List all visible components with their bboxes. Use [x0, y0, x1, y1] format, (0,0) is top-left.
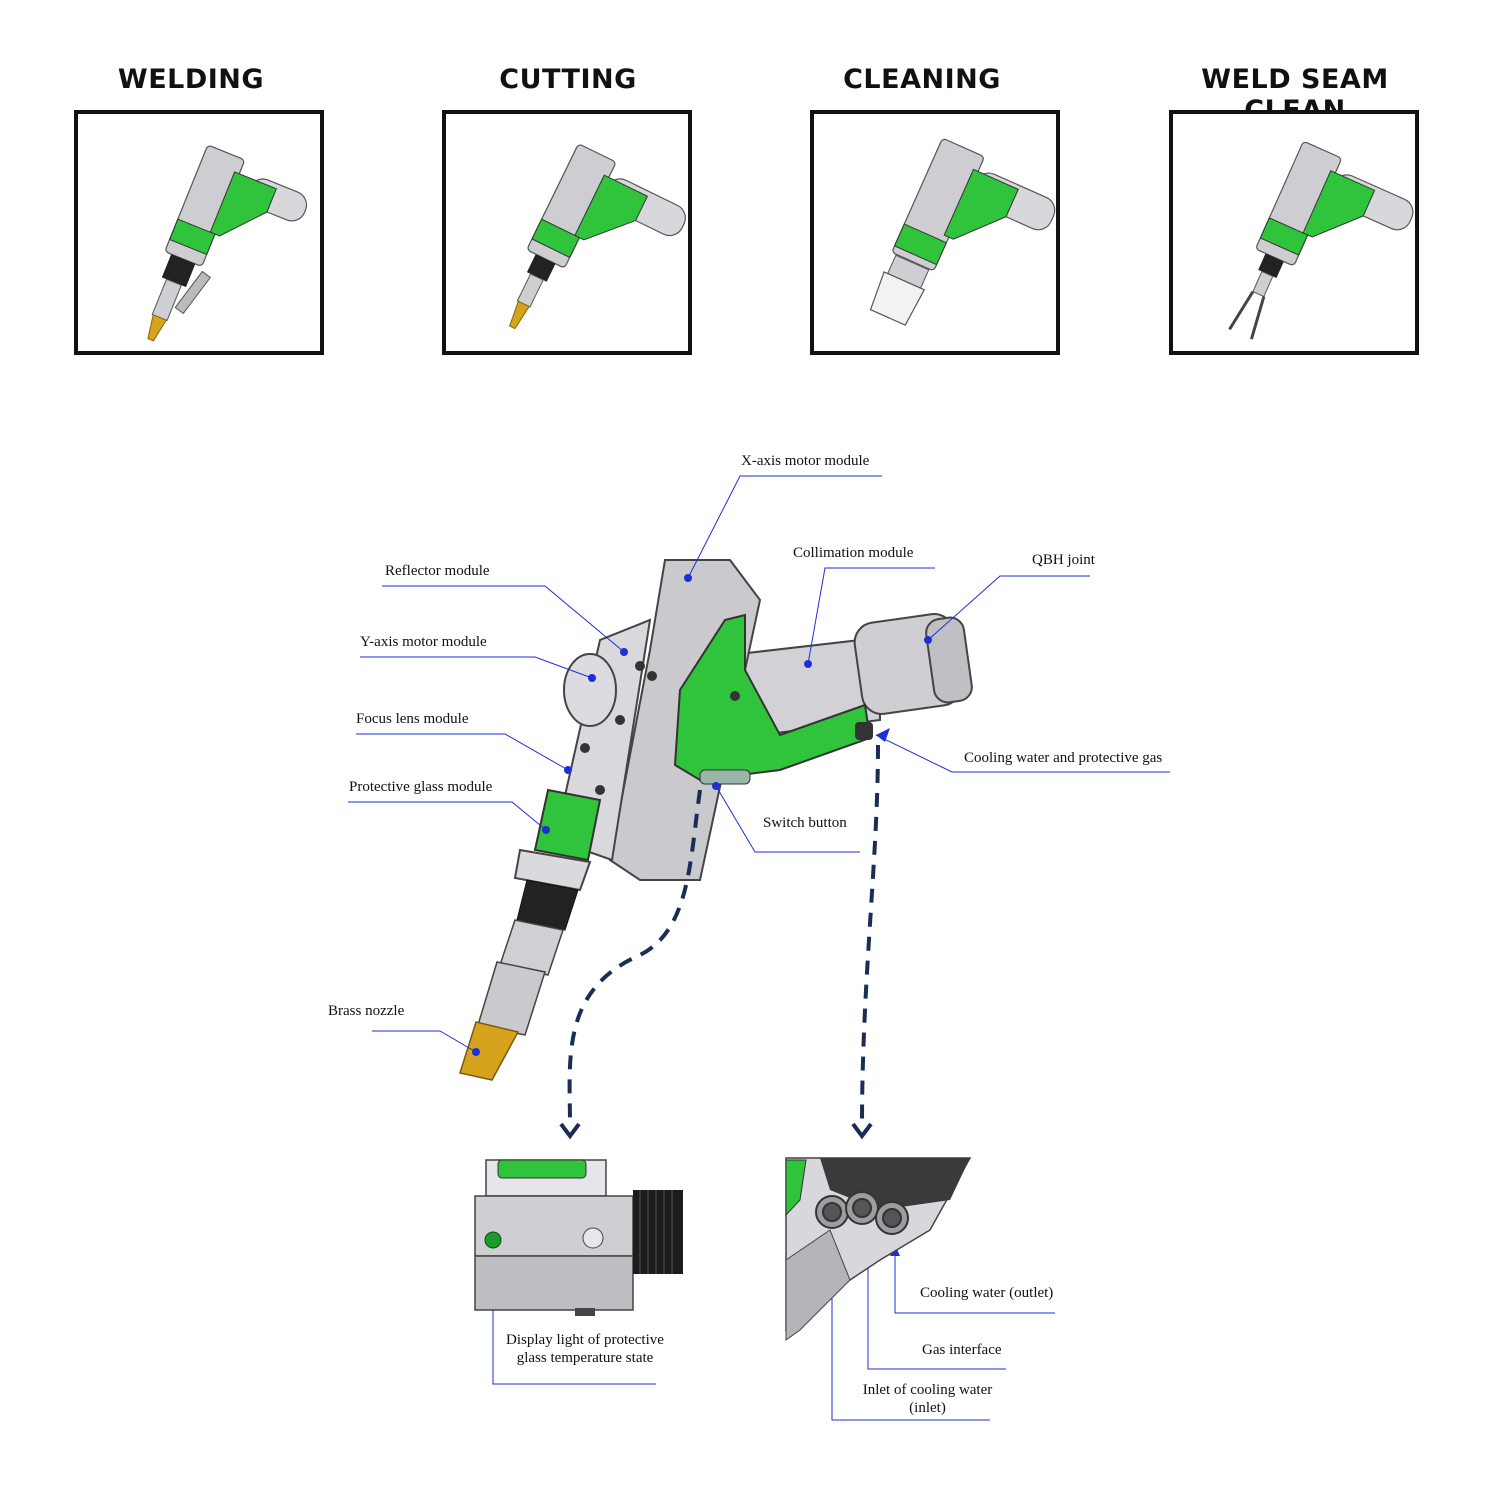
label-reflector-module: Reflector module — [385, 563, 490, 579]
arrow-heads — [559, 1122, 873, 1140]
label-gas-interface: Gas interface — [922, 1342, 1002, 1358]
label-display-light-line1: Display light of protective — [506, 1332, 664, 1348]
label-y-axis-motor-module: Y-axis motor module — [360, 634, 487, 650]
mode-frame-cutting — [442, 110, 692, 355]
label-inlet-line1: Inlet of cooling water — [862, 1382, 993, 1398]
mode-title-cutting: CUTTING — [499, 64, 637, 95]
label-cooling-water-outlet: Cooling water (outlet) — [920, 1285, 1054, 1301]
welding-head-image — [147, 145, 308, 342]
label-inlet-line2: (inlet) — [909, 1400, 946, 1416]
label-inlet-of-cooling-water: Inlet of cooling water (inlet) — [845, 1381, 1010, 1417]
mode-frame-cleaning — [810, 110, 1060, 355]
mode-title-cleaning: CLEANING — [843, 64, 1001, 95]
mode-frame-welding — [74, 110, 324, 355]
inset-display-light — [470, 1158, 683, 1316]
weld-seam-clean-head-image — [1228, 141, 1414, 340]
laser-head-illustration — [459, 559, 973, 1081]
label-qbh-joint: QBH joint — [1032, 552, 1095, 568]
label-display-light: Display light of protective glass temper… — [490, 1331, 680, 1367]
label-brass-nozzle: Brass nozzle — [328, 1003, 405, 1019]
cutting-head-image — [508, 144, 686, 330]
label-protective-glass-module: Protective glass module — [349, 779, 493, 795]
cleaning-head-image — [869, 138, 1056, 326]
mode-title-welding: WELDING — [117, 64, 265, 95]
inset-connectors — [785, 1157, 972, 1341]
label-collimation-module: Collimation module — [793, 545, 914, 561]
label-cooling-water-and-protective-gas: Cooling water and protective gas — [964, 750, 1163, 766]
zoom-guide-arrows — [567, 744, 880, 1126]
label-display-light-line2: glass temperature state — [516, 1350, 654, 1366]
leader-lines — [348, 475, 1170, 1421]
label-x-axis-motor-module: X-axis motor module — [741, 453, 870, 469]
label-focus-lens-module: Focus lens module — [356, 711, 469, 727]
mode-frame-weld-seam-clean — [1169, 110, 1419, 355]
label-switch-button: Switch button — [763, 815, 847, 831]
